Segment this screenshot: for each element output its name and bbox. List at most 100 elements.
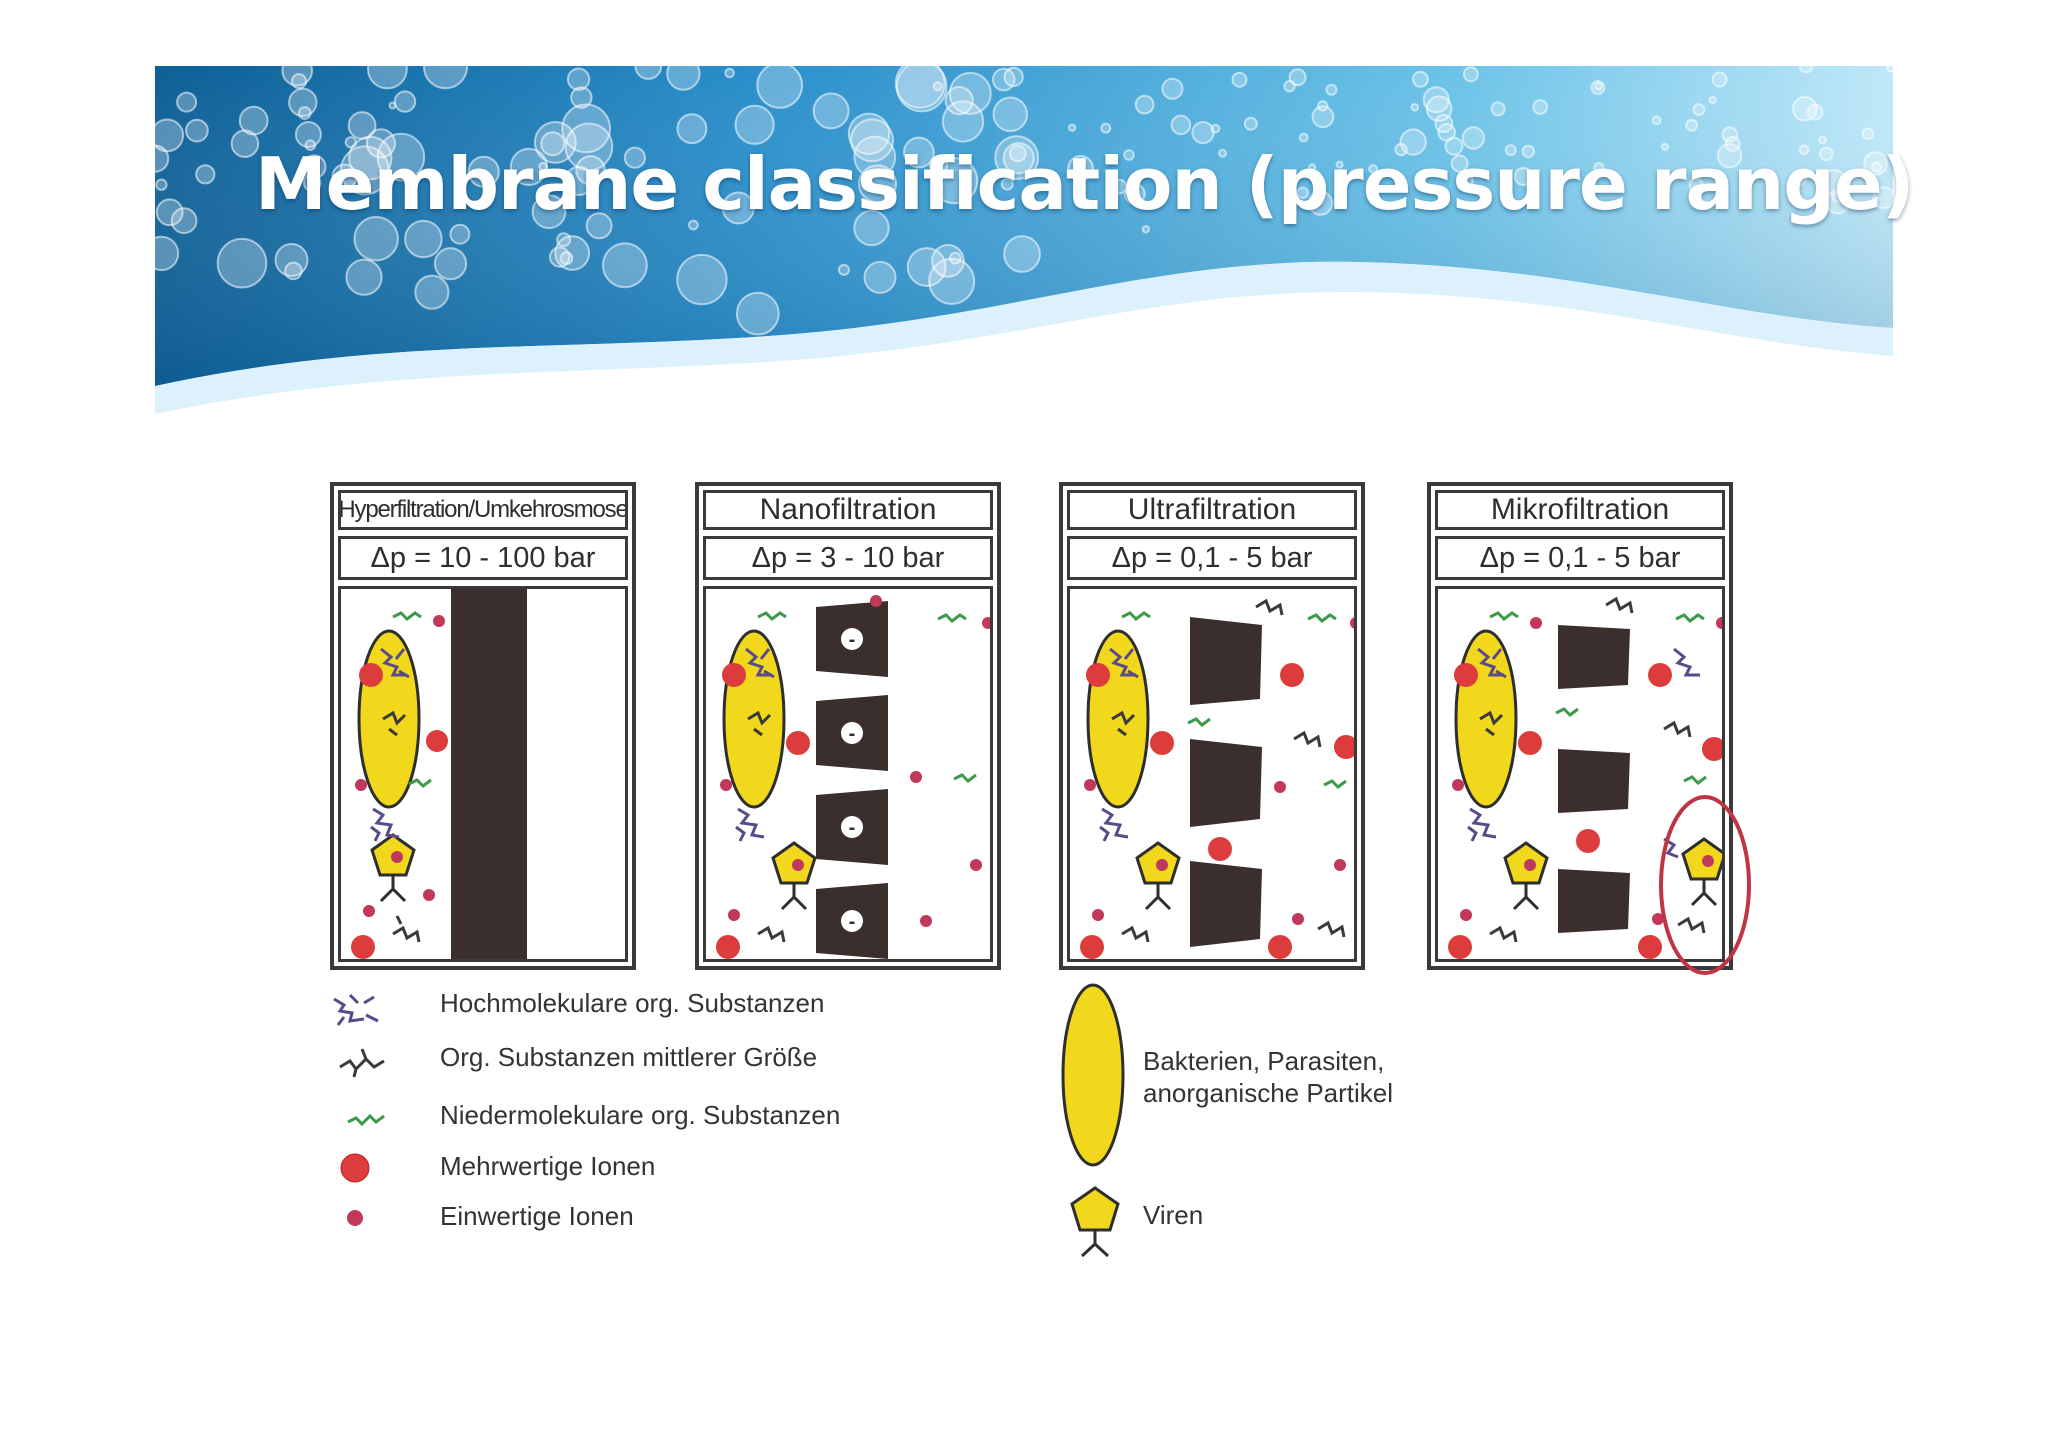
legend-label-mid-organic: Org. Substanzen mittlerer Größe (440, 1042, 817, 1073)
bubble (1069, 125, 1075, 131)
multivalent-ion (1086, 663, 1110, 687)
bubble (1653, 116, 1661, 124)
monovalent-ion (920, 915, 932, 927)
bubble (737, 293, 779, 335)
bubble (415, 276, 448, 309)
legend-label-multivalent-ion: Mehrwertige Ionen (440, 1151, 655, 1182)
bubble (725, 69, 734, 78)
virus-particle (1137, 843, 1179, 909)
water-bubbles-banner (155, 66, 1893, 426)
bubble (405, 221, 442, 258)
bubble (677, 114, 706, 143)
bubble (1412, 104, 1419, 111)
bubble (1192, 122, 1213, 143)
monovalent-ion (982, 617, 993, 629)
bubble (950, 253, 961, 264)
multivalent-ion (1448, 935, 1472, 959)
virus-particle (773, 843, 815, 909)
monovalent-ion (1092, 909, 1104, 921)
multivalent-ion (1268, 935, 1292, 959)
multivalent-ion (1702, 737, 1725, 761)
bubble (156, 180, 166, 190)
multivalent-ion (351, 935, 375, 959)
multivalent-ion (1454, 663, 1478, 687)
legend-label-virus: Viren (1143, 1200, 1203, 1231)
bubble (1212, 125, 1220, 133)
bubble (667, 66, 699, 90)
panel-title: Mikrofiltration (1435, 490, 1725, 530)
panel-ultrafiltration: Ultrafiltration Δp = 0,1 - 5 bar (1059, 482, 1365, 970)
legend-icon-large-organic (330, 985, 394, 1029)
bubble (395, 91, 415, 111)
bubble (908, 248, 946, 286)
panel-body: - - - - (703, 586, 993, 962)
legend-icon-small-organic (344, 1104, 388, 1130)
multivalent-ion (1080, 935, 1104, 959)
bubble (177, 93, 196, 112)
bubble (839, 265, 849, 275)
monovalent-ion (1460, 909, 1472, 921)
multivalent-ion (1334, 735, 1357, 759)
negative-charge-symbol: - (849, 817, 856, 839)
multivalent-ion (1648, 663, 1672, 687)
monovalent-ion (423, 889, 435, 901)
bubble (677, 255, 726, 304)
legend-label-bacteria-line1: Bakterien, Parasiten, (1143, 1046, 1384, 1077)
monovalent-ion (1530, 617, 1542, 629)
slide-title: Membrane classification (pressure range) (255, 142, 1914, 226)
legend-icon-mid-organic (336, 1043, 392, 1079)
bubble (603, 243, 647, 287)
bubble (1693, 104, 1704, 115)
multivalent-ion (1518, 731, 1542, 755)
bubble (1101, 124, 1110, 133)
bubble (1313, 106, 1334, 127)
bubble (555, 236, 589, 270)
bubble (1438, 124, 1455, 141)
monovalent-ion (433, 615, 445, 627)
bubble (994, 98, 1028, 132)
negative-charge-symbol: - (849, 723, 856, 745)
bubble (1887, 66, 1893, 71)
bubble (1592, 81, 1605, 94)
bubble (1284, 81, 1294, 91)
multivalent-ion (786, 731, 810, 755)
negative-charge-symbol: - (849, 911, 856, 933)
monovalent-ion (355, 779, 367, 791)
bubble (1713, 73, 1727, 87)
panel-pressure: Δp = 0,1 - 5 bar (1435, 536, 1725, 580)
bubble (814, 93, 849, 128)
bubble (186, 120, 208, 142)
monovalent-ion (1292, 913, 1304, 925)
legend-label-bacteria-line2: anorganische Partikel (1143, 1078, 1393, 1109)
legend-icon-monovalent-ion (345, 1208, 365, 1228)
virus-particle (1505, 843, 1547, 909)
bubble (568, 69, 589, 90)
legend-icon-bacteria (1058, 980, 1128, 1170)
bubble (943, 101, 983, 141)
dense-membrane (451, 589, 527, 962)
negative-charge-symbol: - (849, 629, 856, 651)
bubble (435, 248, 466, 279)
bubble (218, 239, 267, 288)
bubble (1245, 118, 1257, 130)
monovalent-ion (970, 859, 982, 871)
bubble (1143, 226, 1149, 232)
bubble (993, 69, 1015, 91)
monovalent-ion (1452, 779, 1464, 791)
bubble (196, 165, 214, 183)
bubble (1464, 67, 1478, 81)
multivalent-ion (1576, 829, 1600, 853)
monovalent-ion (720, 779, 732, 791)
monovalent-ion (1350, 617, 1357, 629)
multivalent-ion (359, 663, 383, 687)
monovalent-ion (870, 595, 882, 607)
bubble (1710, 97, 1716, 103)
legend-label-monovalent-ion: Einwertige Ionen (440, 1201, 634, 1232)
monovalent-ion (1274, 781, 1286, 793)
highlight-ring (1650, 790, 1760, 980)
panel-pressure: Δp = 10 - 100 bar (338, 536, 628, 580)
bubble (285, 263, 302, 280)
panel-nanofiltration: Nanofiltration Δp = 3 - 10 bar - - - - (695, 482, 1001, 970)
panel-body (1067, 586, 1357, 962)
monovalent-ion (363, 905, 375, 917)
